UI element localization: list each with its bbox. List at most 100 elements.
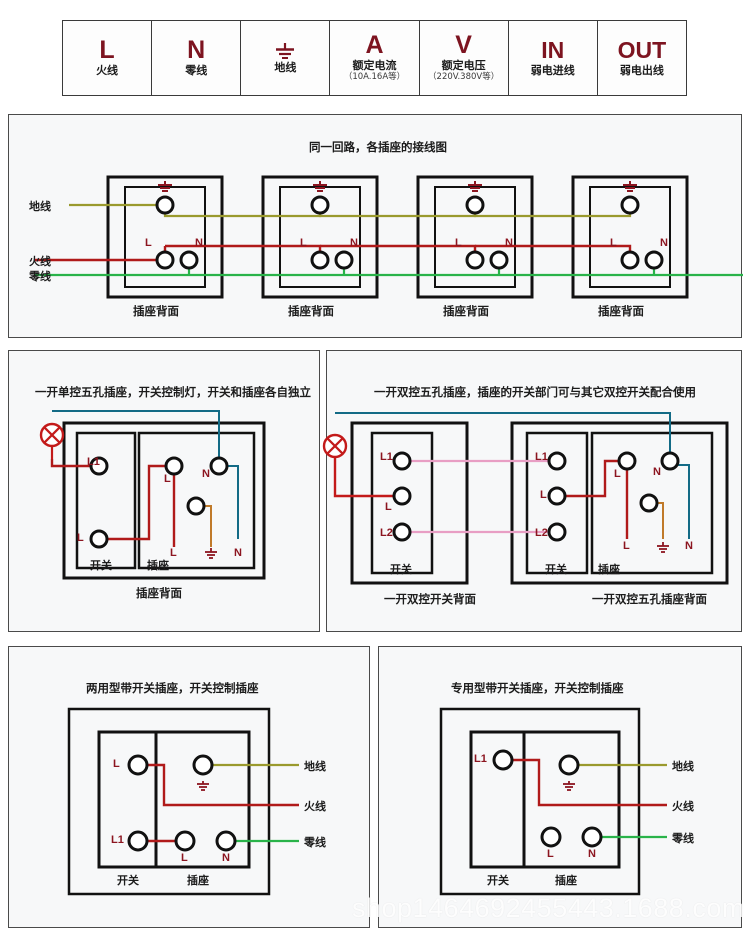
panel5-label-neutral: 零线 <box>672 832 694 845</box>
panel3-left-switch-block: 开关 <box>390 563 412 576</box>
panel2-switch-block-label: 开关 <box>90 559 112 572</box>
terminal-switch-L <box>127 754 149 776</box>
panel5-label-socket-L: L <box>547 848 554 860</box>
panel4-label-earth: 地线 <box>304 760 326 773</box>
panel2-label-N-socket: N <box>202 468 210 480</box>
panel4-label-L1: L1 <box>111 834 124 846</box>
panel2-label-L1: L1 <box>87 456 100 468</box>
panel4-label-neutral: 零线 <box>304 836 326 849</box>
terminal-L1 <box>89 456 109 476</box>
watermark: shop1464692455443.1688.com <box>352 893 745 923</box>
panel3-label-bottom-L: L <box>623 540 630 552</box>
legend-cell-in: IN 弱电进线 <box>508 21 598 95</box>
panel5-label-socket-N: N <box>588 848 596 860</box>
panel5-label-L1: L1 <box>474 753 487 765</box>
terminal-left-L1 <box>392 451 412 471</box>
panel4-label-socket-L: L <box>181 852 188 864</box>
panel1-label-live: 火线 <box>29 255 51 268</box>
legend-bar: L 火线 N 零线 地线 A 额定电流 （10A.16A等） V 额定电压 （2… <box>62 20 687 96</box>
panel5-label-live: 火线 <box>672 800 694 813</box>
legend-cell-out: OUT 弱电出线 <box>597 21 686 95</box>
panel3-title: 一开双控五孔插座，插座的开关部门可与其它双控开关配合使用 <box>374 385 696 399</box>
panel1-socket4-caption: 插座背面 <box>598 304 644 318</box>
panel3-label-left-L1: L1 <box>380 451 393 463</box>
terminal-switch-L1 <box>492 749 514 771</box>
panel1-socket2-N: N <box>350 237 358 249</box>
terminal-socket-L <box>540 826 562 848</box>
panel3-label-right-L: L <box>540 489 547 501</box>
panel3-label-bottom-N: N <box>685 540 693 552</box>
panel3-left-caption: 一开双控开关背面 <box>384 592 476 606</box>
panel2-socket-block-label: 插座 <box>147 559 169 572</box>
panel3-label-socket-N: N <box>653 466 661 478</box>
panel3-wiring <box>322 412 729 585</box>
terminal-right-L <box>547 486 567 506</box>
panel1-socket1-L: L <box>145 237 152 249</box>
legend-label-earth: 地线 <box>274 60 297 74</box>
letter-V: V <box>455 30 472 59</box>
panel4-switch-block: 开关 <box>117 874 139 887</box>
panel5-title: 专用型带开关插座，开关控制插座 <box>451 681 624 695</box>
panel1-label-neutral: 零线 <box>29 270 51 283</box>
terminal-right-L2 <box>547 522 567 542</box>
panel2-label-L-switch: L <box>77 532 84 544</box>
terminal-L-socket <box>164 456 184 476</box>
panel1-socket3-L: L <box>455 237 462 249</box>
panel3-label-left-L: L <box>385 501 392 513</box>
text-IN: IN <box>541 37 565 63</box>
panel3-right-caption: 一开双控五孔插座背面 <box>592 592 707 606</box>
legend-cell-live: L 火线 <box>63 21 153 95</box>
terminal-socket-earth <box>639 493 659 513</box>
terminal-socket-L <box>174 830 196 852</box>
panel2-caption: 插座背面 <box>136 586 182 600</box>
panel1-label-earth: 地线 <box>29 200 51 213</box>
legend-cell-voltage: V 额定电压 （220V.380V等） <box>419 21 509 95</box>
terminal-N-socket <box>209 456 229 476</box>
legend-label-live: 火线 <box>96 64 119 77</box>
panel2-label-L-bottom: L <box>170 547 177 559</box>
legend-label-out: 弱电出线 <box>619 64 664 77</box>
panel4-label-socket-N: N <box>222 852 230 864</box>
legend-cell-neutral: N 零线 <box>152 21 242 95</box>
panel-same-circuit-sockets: 同一回路，各插座的接线图 <box>8 114 743 338</box>
panel-dedicated-switched-socket: 专用型带开关插座，开关控制插座 <box>378 646 742 928</box>
panel-dual-control-five-hole: 一开双控五孔插座，插座的开关部门可与其它双控开关配合使用 <box>322 350 742 632</box>
legend-label-neutral: 零线 <box>185 64 208 77</box>
panel1-socket2-caption: 插座背面 <box>288 304 334 318</box>
panel3-label-left-L2: L2 <box>380 527 393 539</box>
letter-L: L <box>99 36 115 64</box>
panel1-title: 同一回路，各插座的接线图 <box>309 140 447 154</box>
panel2-label-L-socket: L <box>164 473 171 485</box>
panel-dual-purpose-switched-socket: 两用型带开关插座，开关控制插座 <box>8 646 370 928</box>
panel4-label-L: L <box>113 758 120 770</box>
panel1-socket1-N: N <box>195 237 203 249</box>
terminal-socket-earth <box>192 754 214 776</box>
terminal-socket-N <box>581 826 603 848</box>
panel5-wiring <box>439 707 667 896</box>
legend-cell-current: A 额定电流 （10A.16A等） <box>330 21 420 95</box>
terminal-right-L1 <box>547 451 567 471</box>
panel4-label-live: 火线 <box>304 800 326 813</box>
panel3-label-right-L1: L1 <box>535 451 548 463</box>
letter-N: N <box>187 36 206 64</box>
earth-ground-icon <box>276 42 295 59</box>
legend-sub-current: （10A.16A等） <box>343 71 406 82</box>
panel1-socket3-N: N <box>505 237 513 249</box>
panel5-label-earth: 地线 <box>672 760 694 773</box>
text-OUT: OUT <box>617 37 667 63</box>
panel1-socket3-caption: 插座背面 <box>443 304 489 318</box>
panel4-title: 两用型带开关插座，开关控制插座 <box>86 681 259 695</box>
panel4-wiring <box>67 707 299 896</box>
panel1-socket4-N: N <box>660 237 668 249</box>
panel2-wiring <box>39 410 266 580</box>
panel2-title: 一开单控五孔插座，开关控制灯，开关和插座各自独立 <box>35 385 311 399</box>
panel1-socket2-L: L <box>300 237 307 249</box>
terminal-socket-N <box>660 451 680 471</box>
letter-A: A <box>365 30 384 59</box>
terminal-earth-socket <box>186 496 206 516</box>
terminal-L-switch <box>89 529 109 549</box>
lamp-icon <box>39 422 65 459</box>
panel1-socket4-L: L <box>610 237 617 249</box>
panel3-right-switch-block: 开关 <box>545 563 567 576</box>
